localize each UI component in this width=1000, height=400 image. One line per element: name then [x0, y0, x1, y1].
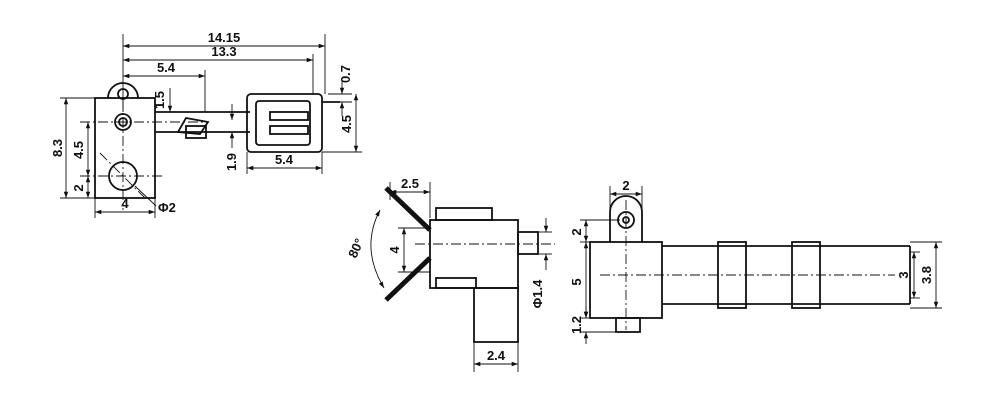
lever-block — [185, 125, 207, 139]
dim-pin-diameter: Φ1.4 — [530, 279, 545, 309]
dim-lever-y: 1.9 — [224, 153, 239, 171]
dim-lever-3: 3 — [896, 271, 911, 278]
dim-lever-3-8: 3.8 — [919, 266, 934, 284]
side-foot — [473, 287, 519, 343]
dim-tab-height: 2 — [569, 228, 584, 235]
dim-body-4: 4 — [387, 246, 402, 254]
dim-hole-diameter: Φ2 — [158, 200, 176, 215]
switch-body — [94, 97, 156, 199]
side-lower-step — [435, 277, 477, 289]
dim-lever-height: 4.5 — [339, 115, 354, 133]
dim-foot-width: 2.4 — [487, 348, 506, 363]
lever-cam — [176, 117, 210, 135]
dim-body-height: 5 — [569, 278, 584, 285]
top-view: 14.15 13.3 5.4 1.5 0.7 4.5 8.3 4.5 2 — [50, 30, 362, 218]
front-view: 2 2 5 1.2 3 3.8 — [569, 178, 942, 344]
dim-head-width: 5.4 — [275, 152, 294, 167]
dim-gap-0-7: 0.7 — [338, 65, 353, 83]
dim-tab-width: 2 — [622, 178, 629, 193]
dim-angle: 80° — [345, 236, 367, 260]
hole-leader — [134, 185, 157, 207]
angle-arc — [370, 209, 385, 289]
actuator-head — [246, 93, 323, 153]
dim-hole-spacing: 4.5 — [71, 141, 86, 159]
dim-foot-height: 1.2 — [569, 316, 584, 334]
lever-lower-angled — [384, 256, 432, 302]
side-view: 2.5 80° 4 Φ1.4 2.4 — [345, 176, 555, 372]
dim-height-left: 8.3 — [50, 139, 65, 157]
actuator-head-inner — [255, 100, 311, 146]
dim-hole-bottom: 2 — [71, 184, 86, 191]
lever-upper-angled — [384, 186, 432, 232]
side-top-cap — [435, 207, 493, 221]
dim-base-width: 4 — [121, 196, 129, 211]
dim-top-width: 2.5 — [401, 176, 419, 191]
dim-pivot-offset: 5.4 — [157, 60, 176, 75]
dim-body-length: 13.3 — [211, 44, 236, 59]
contact-upper — [269, 111, 309, 121]
front-foot — [615, 317, 641, 333]
side-pin — [517, 231, 539, 255]
dim-overall-length: 14.15 — [208, 30, 241, 45]
dim-offset-1-5: 1.5 — [152, 91, 167, 109]
contact-lower — [269, 125, 309, 135]
